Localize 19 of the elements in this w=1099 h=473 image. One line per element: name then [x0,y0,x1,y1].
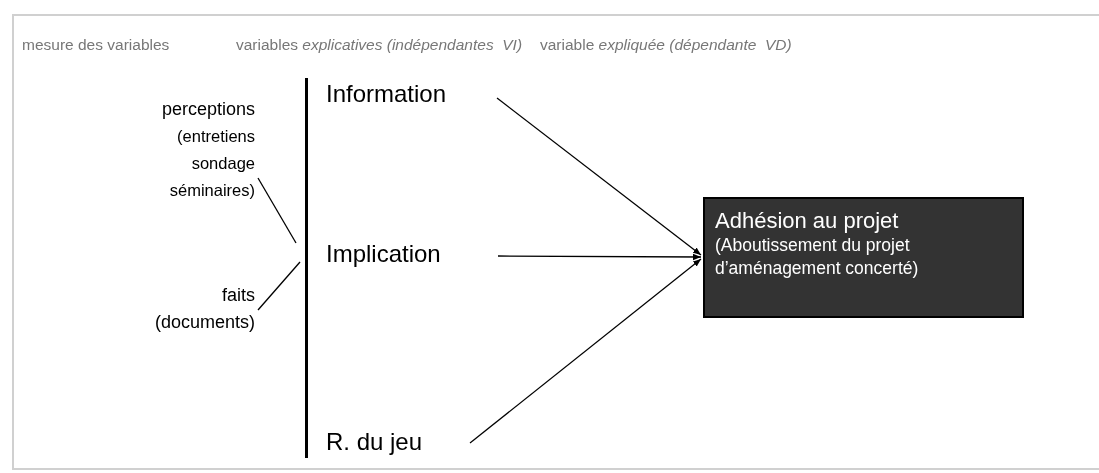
measure-text: perceptions [160,98,255,121]
vertical-bar [305,78,308,458]
column-heading: variable expliquée (dépendante VD) [540,36,792,54]
variable-text: Information [326,80,448,107]
connector-line [257,177,297,244]
box-title: Adhésion au projet [715,207,900,234]
arrow [497,253,702,261]
arrow [469,258,702,444]
node-note: (documents) [153,311,255,334]
node-note: (entretiens sondage séminaires) [168,126,255,201]
arrow [496,97,702,256]
column-heading: variables explicatives (indépendantes VI) [236,36,523,54]
connector-line [257,261,301,311]
result-box [703,197,1024,318]
box-subtitle: (Aboutissement du projet d’aménagement concerté) [715,234,920,280]
column-heading: mesure des variables [22,36,170,54]
measure-text: faits [221,284,255,307]
variable-text: Implication [326,240,442,267]
variable-text: R. du jeu [326,428,424,455]
